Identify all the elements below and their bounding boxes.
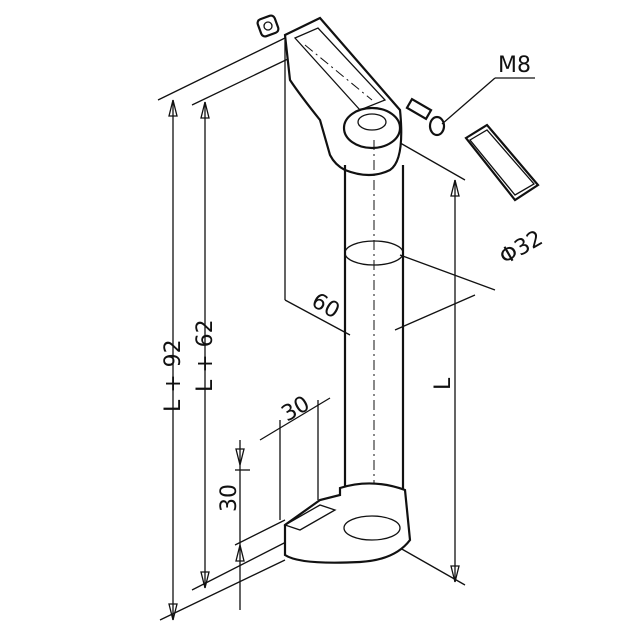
dim-overall-length: L + 92 (161, 339, 186, 412)
tube (343, 140, 405, 500)
dim-diameter: Φ32 (496, 226, 548, 270)
lower-base (283, 482, 412, 564)
screw (405, 77, 535, 137)
square-nut (256, 14, 280, 38)
dim-inner-length: L + 62 (193, 319, 218, 392)
screw-callout: M8 (498, 53, 531, 78)
dim-offset: 60 (307, 289, 344, 325)
dim-foot-height: 30 (217, 484, 242, 512)
cover-cap (464, 123, 540, 202)
dim-tube-length: L (431, 377, 456, 390)
dim-foot-width: 30 (278, 392, 315, 428)
dimension-lines (168, 99, 460, 621)
extension-lines (157, 37, 496, 621)
upper-bracket (283, 16, 403, 177)
